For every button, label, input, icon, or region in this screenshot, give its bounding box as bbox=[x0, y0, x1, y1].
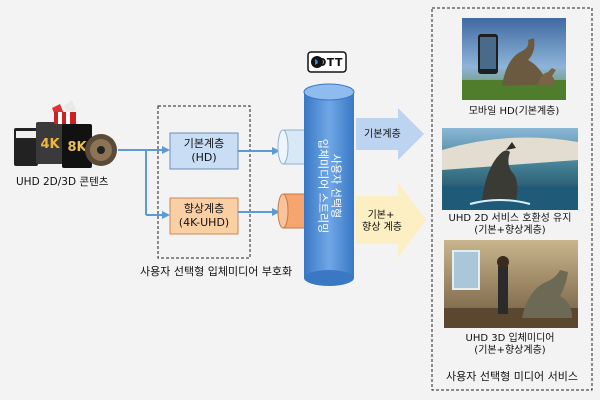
mobile-service-image bbox=[462, 18, 566, 100]
uhd3d-line2: (기본+향상계층) bbox=[474, 345, 546, 356]
services-caption: 사용자 선택형 미디어 서비스 bbox=[446, 370, 578, 383]
source-label: UHD 2D/3D 콘텐츠 bbox=[16, 176, 109, 188]
encoder-caption: 사용자 선택형 입체미디어 부호화 bbox=[140, 265, 293, 278]
source-connectors bbox=[118, 146, 170, 219]
uhd3d-service-label: UHD 3D 입체미디어 (기본+향상계층) bbox=[440, 333, 580, 357]
svg-text:4K: 4K bbox=[40, 137, 60, 152]
base-arrow-label: 기본계층 bbox=[364, 129, 401, 140]
base-layer-sub: (HD) bbox=[191, 151, 217, 164]
ott-badge bbox=[307, 51, 347, 73]
uhd3d-service-image bbox=[444, 240, 578, 328]
base-output-arrow bbox=[356, 108, 424, 160]
streaming-text-rotated: 사용자 선택형 입체미디어 스트리밍 bbox=[316, 138, 343, 234]
ott-label: OTT bbox=[316, 56, 344, 69]
enhance-arrow-line2: 향상 계층 bbox=[362, 222, 402, 233]
base-layer-text: 기본계층 (HD) bbox=[170, 133, 238, 169]
enhance-layer-text: 향상계층 (4K-UHD) bbox=[170, 198, 238, 234]
streaming-text: 사용자 선택형 입체미디어 스트리밍 bbox=[304, 96, 354, 276]
services-region bbox=[431, 7, 593, 391]
base-layer-title: 기본계층 bbox=[183, 137, 225, 150]
enhance-arrow-label: 기본+ 향상 계층 bbox=[362, 210, 402, 234]
enhance-output-arrow bbox=[356, 182, 426, 258]
uhd2d-service-image bbox=[442, 128, 578, 210]
streaming-cylinder bbox=[303, 83, 355, 286]
enhance-layer-sub: (4K-UHD) bbox=[178, 216, 230, 229]
enhance-layer-box bbox=[169, 197, 239, 235]
enhance-arrow-line1: 기본+ bbox=[367, 210, 395, 221]
uhd2d-service-label: UHD 2D 서비스 호환성 유지 (기본+향상계층) bbox=[440, 213, 580, 237]
svg-text:8K: 8K bbox=[67, 140, 87, 155]
uhd2d-line2: (기본+향상계층) bbox=[474, 225, 546, 236]
uhd-content-icon: 4K 8K bbox=[14, 100, 117, 168]
base-layer-box bbox=[169, 132, 239, 170]
uhd2d-line1: UHD 2D 서비스 호환성 유지 bbox=[448, 213, 572, 224]
encoder-region bbox=[157, 105, 251, 259]
mobile-service-label: 모바일 HD(기본계층) bbox=[468, 106, 560, 117]
enhance-layer-title: 향상계층 bbox=[183, 202, 225, 215]
uhd3d-line1: UHD 3D 입체미디어 bbox=[465, 333, 555, 344]
